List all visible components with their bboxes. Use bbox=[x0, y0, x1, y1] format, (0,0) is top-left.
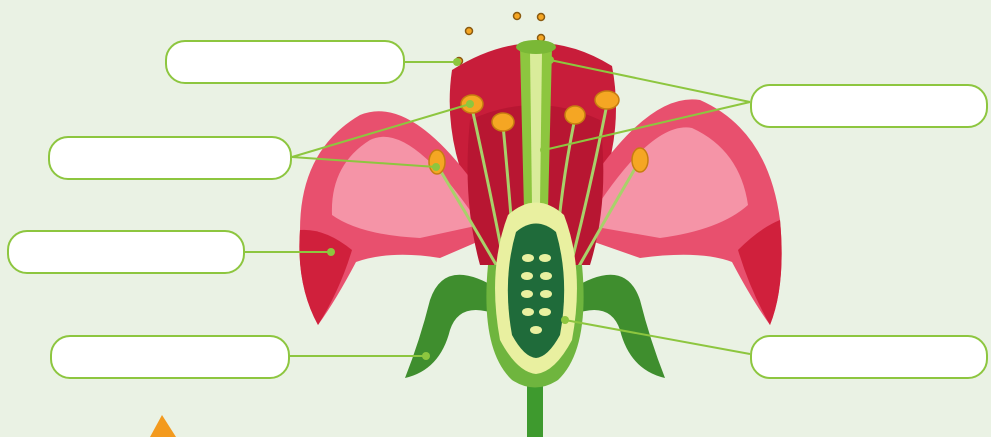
left-sepal bbox=[405, 275, 500, 378]
right-sepal bbox=[570, 275, 665, 378]
label-box-petal[interactable] bbox=[7, 230, 245, 274]
label-box-ovary[interactable] bbox=[750, 335, 988, 379]
pointer-arrow-icon bbox=[150, 415, 176, 437]
stigma bbox=[516, 40, 556, 54]
label-box-pistil[interactable] bbox=[750, 84, 988, 128]
flower-stem bbox=[527, 385, 543, 437]
label-box-anther-pollen[interactable] bbox=[165, 40, 405, 84]
ovary-chamber bbox=[508, 224, 564, 359]
pistil-style-core bbox=[530, 52, 542, 205]
label-box-sepal[interactable] bbox=[50, 335, 290, 379]
label-box-stamen[interactable] bbox=[48, 136, 292, 180]
